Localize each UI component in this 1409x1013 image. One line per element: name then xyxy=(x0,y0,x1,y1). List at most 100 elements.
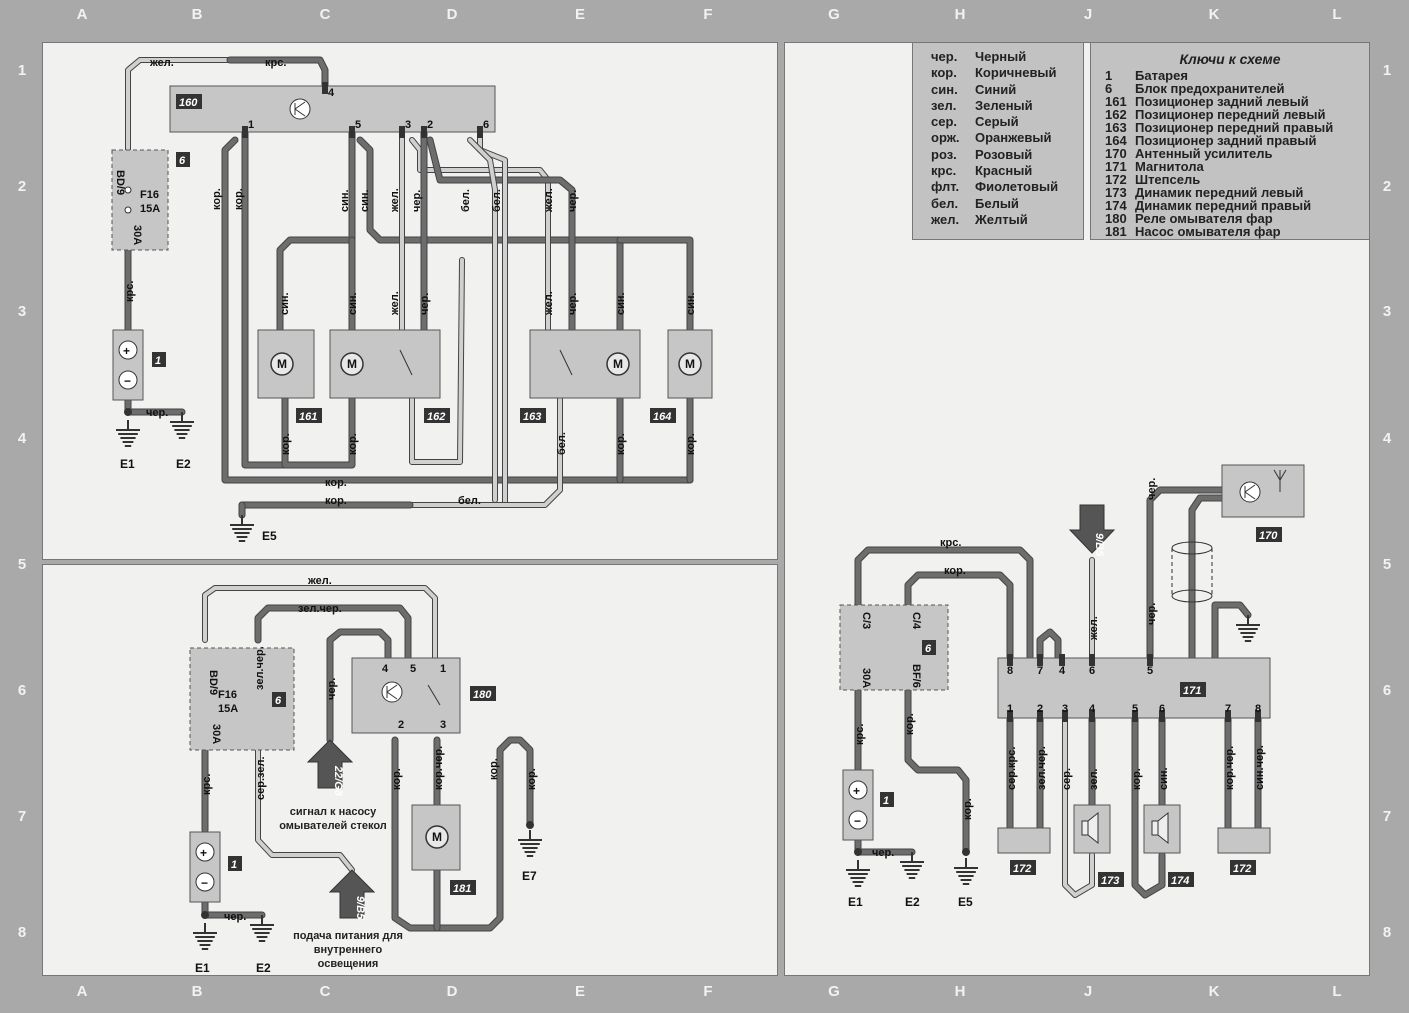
key-num: 162 xyxy=(1105,107,1127,122)
grid-col-L-top: L xyxy=(1332,6,1342,23)
wire-cher-amp xyxy=(1147,487,1231,663)
motor-162-id-bg xyxy=(424,408,450,423)
grid-col-H-top: H xyxy=(954,6,966,23)
radio-pin-bottom: 8 xyxy=(1255,703,1261,715)
wire-label: чер. xyxy=(1146,478,1158,500)
grid-row-2-left: 2 xyxy=(17,178,27,195)
fuse-block-6-r-id: 6 xyxy=(925,643,932,655)
transistor-c xyxy=(294,101,306,110)
fuse-block-6-bl-id: 6 xyxy=(275,695,282,707)
color-legend-row: чер.Черный xyxy=(931,49,1083,65)
ground-e5-r-label: E5 xyxy=(958,895,973,909)
radio-pin-bottom: 7 xyxy=(1225,703,1231,715)
wire-label: кор. xyxy=(488,758,500,780)
key-name: Позиционер задний правый xyxy=(1135,133,1317,148)
battery-1-id: 1 xyxy=(155,355,161,367)
wire-label-kor: кор. xyxy=(325,495,347,507)
grid-row-7-left: 7 xyxy=(17,808,27,825)
grid-col-A-top: A xyxy=(76,6,88,23)
relay-pin: 5 xyxy=(410,663,416,675)
color-name: Серый xyxy=(975,114,1019,130)
grid-row-4-right: 4 xyxy=(1382,430,1392,447)
grid-col-C-top: C xyxy=(319,6,331,23)
wire-label: кор.чер. xyxy=(433,746,445,790)
battery-1-r-id-bg xyxy=(880,792,894,807)
radio-pin-bottom: 2 xyxy=(1037,703,1043,715)
wire-jel-bl xyxy=(203,586,437,662)
key-name: Динамик передний правый xyxy=(1135,198,1312,213)
relay-pin: 4 xyxy=(382,663,389,675)
wire-label: зел.чер. xyxy=(254,646,266,690)
radio-pin-top: 7 xyxy=(1037,665,1043,677)
battery-1-bl-id-bg xyxy=(228,856,242,871)
speaker-174-id-bg xyxy=(1168,872,1194,887)
color-legend-row: орж.Оранжевый xyxy=(931,130,1083,146)
module-160-pin: 6 xyxy=(483,119,489,131)
motor-164-id: 164 xyxy=(653,411,671,423)
grid-col-E-top: E xyxy=(574,6,585,23)
motor-161-icon-m: M xyxy=(277,357,287,371)
key-num: 171 xyxy=(1105,159,1127,174)
motor-163-id: 163 xyxy=(523,411,541,423)
wire-loop-r xyxy=(1037,629,1061,663)
wire-label: кор. xyxy=(904,713,916,735)
color-legend-row: флт.Фиолетовый xyxy=(931,179,1083,195)
key-num: 161 xyxy=(1105,94,1127,109)
switch-162 xyxy=(399,349,413,376)
wire-label: сер.зел. xyxy=(255,757,267,801)
wire-label: чер. xyxy=(567,293,579,315)
battery-1-bl-id: 1 xyxy=(231,859,237,871)
wire-label: кор.чер. xyxy=(1224,746,1236,790)
wire-label-cher: чер. xyxy=(872,847,894,859)
ground-e2-label: E2 xyxy=(176,457,191,471)
grid-row-3-left: 3 xyxy=(17,303,27,320)
grid-col-H-bottom: H xyxy=(954,983,966,1000)
connector-pin xyxy=(477,126,483,138)
wire-label: жел. xyxy=(1088,616,1100,641)
motor-161-id: 161 xyxy=(299,411,317,423)
radio-pin-top: 5 xyxy=(1147,665,1153,677)
note-washer-signal: сигнал к насосу омывателей стекол xyxy=(279,806,387,832)
color-name: Оранжевый xyxy=(975,130,1052,146)
ground-e1-r-label: E1 xyxy=(848,895,863,909)
connector-pin xyxy=(322,82,328,94)
wire-kor-e5-r xyxy=(905,687,969,855)
wire-label: зел.чер. xyxy=(1036,746,1048,790)
battery-1-plus: + xyxy=(123,344,130,358)
fuse-block-6-id-bg xyxy=(176,152,190,167)
fuse-15a-label: 15A xyxy=(140,203,160,215)
radio-pin-top: 6 xyxy=(1089,665,1095,677)
arrow-9-b5-bl: 9/B5 xyxy=(354,896,366,920)
wire-bel-1 xyxy=(478,130,507,507)
wire-label: син. xyxy=(279,292,291,315)
grid-col-G-bottom: G xyxy=(828,983,840,1000)
wire-label-bel: бел. xyxy=(458,495,481,507)
wire-label: бел. xyxy=(460,189,472,212)
wire-label-krs: крс. xyxy=(265,57,286,69)
speaker-173-cone xyxy=(1087,811,1099,845)
wire-ground-r xyxy=(1212,602,1251,663)
connector-pin xyxy=(1059,654,1065,666)
grid-row-2-right: 2 xyxy=(1382,178,1392,195)
motor-162-icon xyxy=(340,352,364,376)
color-legend-row: крс.Красный xyxy=(931,163,1083,179)
wire-label: жел. xyxy=(543,188,555,213)
relay-180 xyxy=(351,657,461,734)
key-num: 6 xyxy=(1105,81,1113,96)
wire-label: син. xyxy=(1158,767,1170,790)
battery-1-r-plus-icon xyxy=(848,780,868,800)
plug-172-left xyxy=(997,827,1051,854)
battery-1-bl-minus: − xyxy=(201,876,208,890)
speaker-173-icon xyxy=(1081,820,1089,836)
battery-1-bl-plus-icon xyxy=(195,842,215,862)
connector-pin xyxy=(349,126,355,138)
color-abbr: кор. xyxy=(931,65,957,81)
color-name: Зеленый xyxy=(975,97,1033,113)
ground-e2-bl-label: E2 xyxy=(256,961,271,975)
wire-label: кор. xyxy=(280,433,292,455)
motor-164-id-bg xyxy=(650,408,676,423)
